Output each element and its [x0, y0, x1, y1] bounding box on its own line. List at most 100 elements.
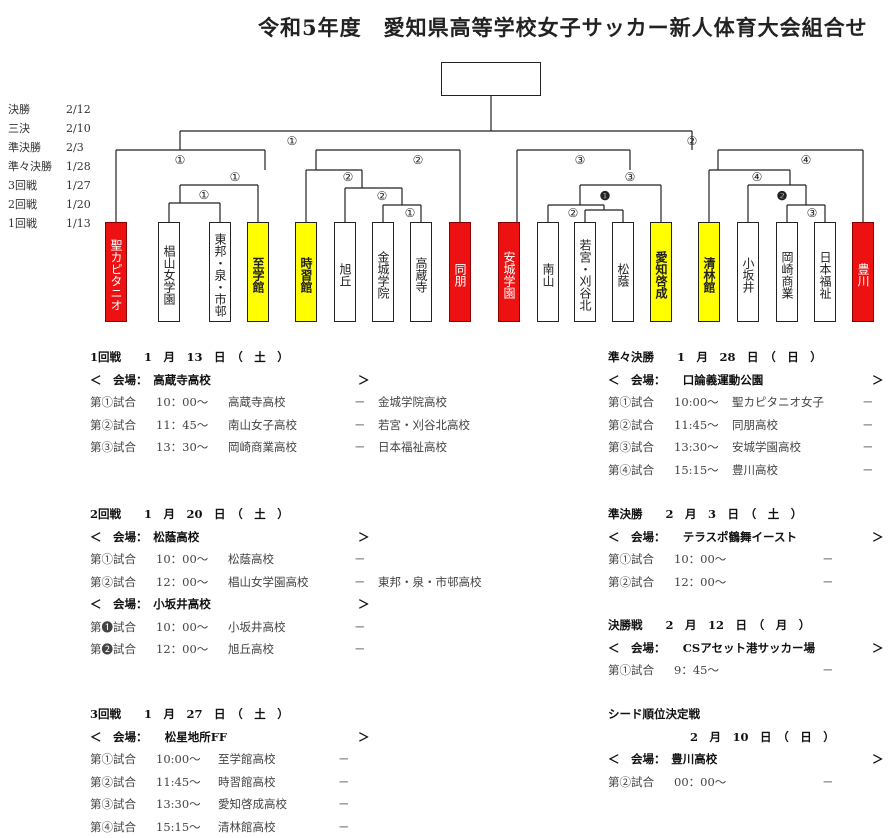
- match-time: 15:15～: [156, 816, 218, 838]
- venue-close-bracket: ＞: [872, 637, 884, 660]
- qf-venue-label: ＜ 会場： 口論義運動公園: [608, 373, 763, 387]
- bracket-round-label: ①: [175, 153, 186, 167]
- venue-close-bracket: ＞: [358, 369, 370, 392]
- match-no: 第①試合: [90, 748, 156, 771]
- match-a: 椙山女学園高校: [228, 571, 354, 594]
- match-a: [746, 659, 822, 682]
- bracket-round-label: ②: [343, 170, 354, 184]
- team-box: 豊川: [852, 222, 874, 322]
- match-dash: －: [354, 571, 378, 594]
- round2-header: 2回戦 1 月 20 日 （ 土 ）: [90, 503, 510, 526]
- match-no: 第④試合: [90, 816, 156, 838]
- match-b: [362, 748, 492, 771]
- team-box: 高蔵寺: [410, 222, 432, 322]
- team-box: 聖カピタニオ: [105, 222, 127, 322]
- match-no: 第①試合: [90, 548, 156, 571]
- final-schedule: 決勝戦 2 月 12 日 （ 月 ） ＜ 会場： CSアセット港サッカー場＞ 第…: [608, 614, 888, 682]
- match-time: 12：00～: [156, 571, 228, 594]
- round3-venue-label: ＜ 会場： 松星地所FF: [90, 730, 227, 744]
- team-box: 旭丘: [334, 222, 356, 322]
- match-a: 岡崎商業高校: [228, 436, 354, 459]
- match-a: [746, 771, 822, 794]
- match-time: 13:30～: [674, 436, 732, 459]
- match-time: 10：00～: [156, 391, 228, 414]
- match-b: 日本福祉高校: [378, 436, 508, 459]
- match-no: 第②試合: [608, 571, 674, 594]
- match-no: 第②試合: [608, 771, 674, 794]
- match-b: 金城学院高校: [378, 391, 508, 414]
- match-no: 第①試合: [608, 548, 674, 571]
- match-dash: －: [354, 548, 378, 571]
- match-time: 11:45～: [156, 771, 218, 794]
- match-no: 第②試合: [90, 414, 156, 437]
- match-a: 至学館高校: [218, 748, 338, 771]
- match-no: 第④試合: [608, 459, 674, 482]
- bracket-round-label: ③: [807, 206, 818, 220]
- match-b: [378, 638, 508, 661]
- seed-playoff-header: シード順位決定戦: [608, 703, 888, 726]
- match-no: 第①試合: [608, 659, 674, 682]
- match-a: [746, 571, 822, 594]
- match-a: 愛知啓成高校: [218, 793, 338, 816]
- team-box: 松蔭: [612, 222, 634, 322]
- match-a: 聖カピタニオ女子: [732, 391, 862, 414]
- venue-close-bracket: ＞: [358, 526, 370, 549]
- match-b: [362, 816, 492, 838]
- seed-playoff-schedule: シード順位決定戦 2 月 10 日 （ 日 ） ＜ 会場： 豊川高校＞ 第②試合…: [608, 703, 888, 793]
- match-no: 第②試合: [90, 771, 156, 794]
- bracket-round-label: ❶: [600, 189, 611, 203]
- match-a: 高蔵寺高校: [228, 391, 354, 414]
- match-a: 旭丘高校: [228, 638, 354, 661]
- sf-venue-label: ＜ 会場： テラスポ鶴舞イースト: [608, 530, 797, 544]
- venue-close-bracket: ＞: [872, 369, 884, 392]
- round1-venue-label: ＜ 会場： 高蔵寺高校: [90, 373, 211, 387]
- bracket-round-label: ①: [287, 134, 298, 148]
- match-dash: －: [822, 771, 836, 794]
- team-box: 愛知啓成: [650, 222, 672, 322]
- team-box: 日本福祉: [814, 222, 836, 322]
- match-b: [378, 616, 508, 639]
- team-box: 岡崎商業: [776, 222, 798, 322]
- match-b: [362, 793, 492, 816]
- match-dash: －: [862, 391, 874, 414]
- final-header: 決勝戦 2 月 12 日 （ 月 ）: [608, 614, 888, 637]
- sf-schedule: 準決勝 2 月 3 日 （ 土 ） ＜ 会場： テラスポ鶴舞イースト＞ 第①試合…: [608, 503, 888, 593]
- venue-close-bracket: ＞: [358, 726, 370, 749]
- bracket-round-label: ②: [413, 153, 424, 167]
- match-time: 10:00～: [156, 748, 218, 771]
- match-time: 13：30～: [156, 436, 228, 459]
- bracket-round-label: ②: [687, 134, 698, 148]
- bracket-round-label: ③: [625, 170, 636, 184]
- match-time: 12：00～: [674, 571, 746, 594]
- round1-header: 1回戦 1 月 13 日 （ 土 ）: [90, 346, 510, 369]
- match-no: 第❶試合: [90, 616, 156, 639]
- match-dash: －: [862, 459, 874, 482]
- bracket-round-label: ①: [405, 206, 416, 220]
- round2-venue2: ＜ 会場： 小坂井高校＞: [90, 593, 510, 616]
- match-dash: －: [354, 414, 378, 437]
- team-box: 若宮・刈谷北: [574, 222, 596, 322]
- match-no: 第①試合: [608, 391, 674, 414]
- team-box: 小坂井: [737, 222, 759, 322]
- bracket-round-label: ①: [199, 188, 210, 202]
- round3-header: 3回戦 1 月 27 日 （ 土 ）: [90, 703, 510, 726]
- match-time: 11：45～: [156, 414, 228, 437]
- match-no: 第③試合: [608, 436, 674, 459]
- venue-close-bracket: ＞: [872, 748, 884, 771]
- match-dash: －: [862, 414, 874, 437]
